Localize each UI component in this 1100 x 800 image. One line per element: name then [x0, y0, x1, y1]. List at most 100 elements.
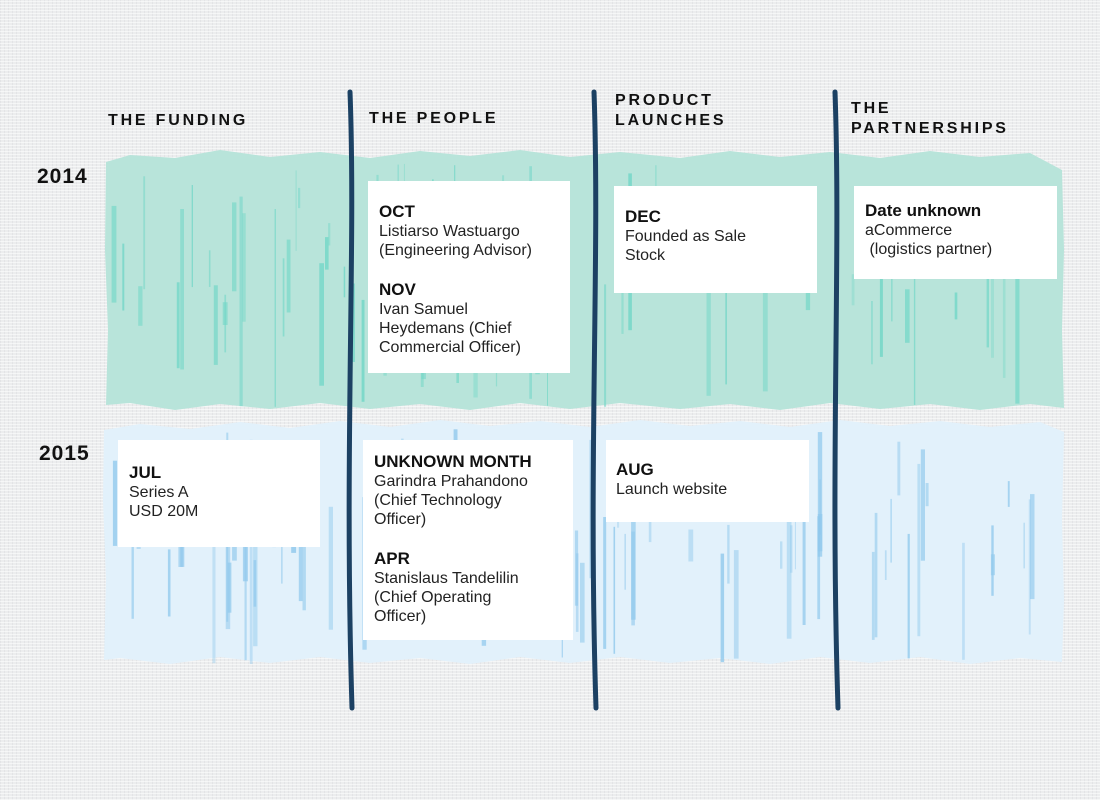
brush-streak	[890, 498, 892, 563]
brush-streak	[575, 553, 579, 632]
brush-streak	[227, 562, 232, 613]
entry-description: Launch website	[616, 481, 728, 498]
brush-streak	[954, 292, 958, 320]
brush-streak	[851, 274, 855, 306]
brush-streak	[603, 517, 607, 649]
brush-streak	[131, 516, 134, 619]
brush-streak	[817, 432, 823, 557]
brush-streak	[232, 202, 237, 292]
brush-streak	[167, 549, 171, 617]
brush-streak	[138, 286, 143, 326]
brush-streak	[286, 239, 291, 313]
brush-streak	[239, 196, 243, 407]
brush-streak	[879, 260, 883, 357]
brush-streak	[794, 504, 796, 570]
brush-streak	[621, 291, 624, 334]
brush-streak	[122, 243, 125, 311]
brush-streak	[913, 190, 916, 405]
card-entry: OCT Listiarso Wastuargo (Engineering Advi…	[379, 202, 560, 260]
brush-streak	[725, 247, 727, 385]
brush-streak	[917, 463, 921, 637]
card-entry: Date unknown aCommerce (logistics partner…	[865, 201, 1047, 259]
brush-streak	[1028, 499, 1031, 635]
brush-streak	[817, 516, 821, 620]
divider-2	[590, 89, 599, 711]
brush-streak	[111, 205, 117, 303]
brush-streak	[325, 237, 329, 270]
year-label-2014: 2014	[37, 165, 88, 188]
brush-streak	[143, 176, 146, 290]
brush-streak	[213, 285, 218, 365]
brush-streak	[897, 441, 901, 496]
band-2014-shape	[105, 150, 1064, 410]
brush-streak	[990, 554, 995, 576]
brush-streak	[352, 283, 355, 362]
divider-3	[832, 89, 841, 711]
band-2015-shape	[103, 420, 1064, 664]
entry-description: Stanislaus Tandelilin (Chief Operating O…	[374, 570, 519, 625]
brush-streak	[1030, 494, 1035, 600]
brush-streak	[786, 457, 792, 639]
card-entry: APR Stanislaus Tandelilin (Chief Operatin…	[374, 549, 563, 626]
entry-date: Date unknown	[865, 201, 982, 220]
brush-streak	[242, 213, 246, 322]
entry-date: APR	[374, 549, 410, 568]
brush-streak	[176, 282, 180, 369]
brush-streak	[907, 533, 910, 659]
brush-streak	[604, 284, 607, 407]
column-header-people: THE PEOPLE	[369, 110, 499, 127]
entry-description: Series A USD 20M	[129, 484, 199, 520]
entry-date: UNKNOWN MONTH	[374, 452, 532, 471]
brush-streak	[112, 460, 118, 546]
brush-streak	[282, 258, 285, 337]
brush-streak	[631, 505, 636, 620]
brush-streak	[871, 551, 875, 640]
entry-description: aCommerce (logistics partner)	[865, 222, 993, 258]
entry-date: AUG	[616, 460, 654, 479]
brush-streak	[253, 560, 257, 607]
brush-streak	[871, 301, 873, 365]
year-label-2015: 2015	[39, 442, 90, 465]
brush-streak	[343, 266, 346, 298]
brush-streak	[802, 497, 806, 625]
brush-streak	[212, 520, 216, 664]
brush-streak	[920, 449, 925, 561]
brush-streak	[319, 263, 324, 386]
brush-streak	[1002, 244, 1006, 378]
entry-description: Listiarso Wastuargo (Engineering Advisor…	[379, 223, 532, 259]
brush-streak	[328, 223, 331, 246]
card-funding-2015: JUL Series A USD 20M	[118, 440, 320, 547]
column-header-product-launches: PRODUCT LAUNCHES	[615, 92, 727, 129]
brush-streak	[613, 526, 616, 654]
brush-streak	[891, 237, 893, 322]
brush-streak	[688, 529, 694, 562]
entry-date: JUL	[129, 463, 162, 482]
brush-streak	[991, 270, 994, 358]
entry-date: NOV	[379, 280, 416, 299]
entry-date: DEC	[625, 207, 661, 226]
brush-streak	[180, 209, 184, 370]
brush-streak	[624, 533, 626, 590]
brush-streak	[208, 250, 211, 287]
entry-date: OCT	[379, 202, 415, 221]
brush-streak	[1015, 274, 1020, 404]
brush-streak	[302, 538, 306, 611]
brush-streak	[962, 542, 965, 660]
brush-streak	[925, 483, 929, 507]
column-header-funding: THE FUNDING	[108, 112, 249, 129]
brush-streak	[1007, 481, 1010, 507]
card-launches-2015: AUG Launch website	[606, 440, 809, 522]
divider-1	[346, 89, 355, 711]
card-partnerships-2014: Date unknown aCommerce (logistics partner…	[854, 186, 1057, 279]
brush-streak	[790, 525, 793, 573]
brush-streak	[274, 209, 276, 407]
brush-streak	[222, 302, 228, 325]
brush-streak	[780, 541, 783, 569]
